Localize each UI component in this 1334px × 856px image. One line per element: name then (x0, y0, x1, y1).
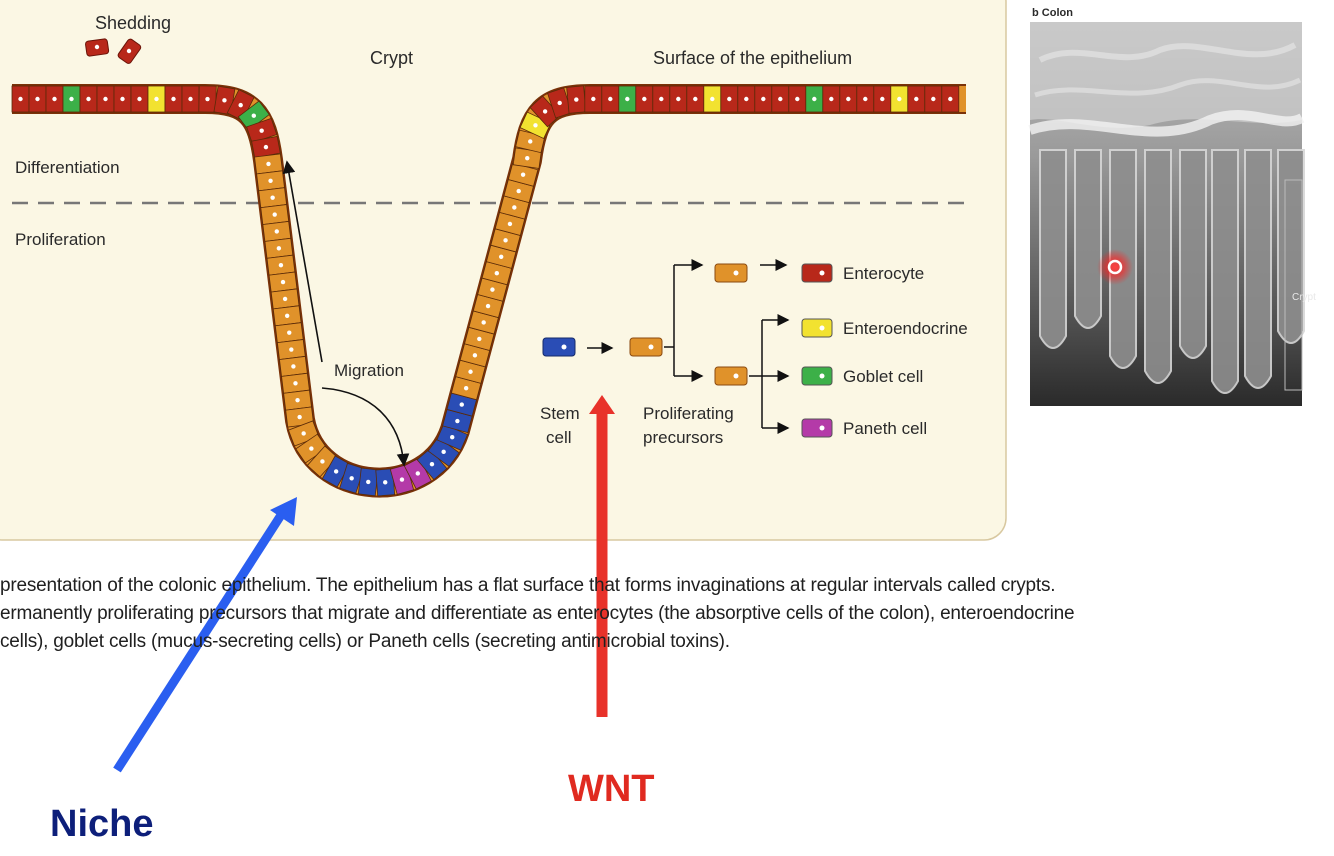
legend-swatch-2 (801, 366, 833, 386)
precursors-label-1: Proliferating (643, 404, 734, 423)
niche-label: Niche (50, 803, 154, 845)
lineage-schematic (542, 259, 790, 434)
legend-swatch-1 (801, 318, 833, 338)
wnt-arrow (589, 395, 615, 717)
niche-arrow (113, 497, 297, 773)
legend-swatch-0 (801, 263, 833, 283)
stem-cell-label-2: cell (546, 428, 572, 447)
migration-up-arrow (282, 160, 323, 363)
caption-line-3: cells), goblet cells (mucus-secreting ce… (0, 631, 730, 652)
migration-curve-arrow (321, 387, 410, 467)
micrograph-crypt-label: Crypt (1292, 292, 1316, 303)
caption-line-2: ermanently proliferating precursors that… (0, 603, 1075, 624)
crypt-epithelium (11, 84, 966, 498)
micrograph-title: b Colon (1032, 7, 1073, 19)
legend-label-0: Enterocyte (843, 264, 924, 283)
migration-label: Migration (334, 361, 404, 380)
surface-label: Surface of the epithelium (653, 48, 852, 68)
stem-cell-icon (542, 337, 576, 357)
precursors-label-2: precursors (643, 428, 723, 447)
precursor-icon-upper (714, 263, 748, 283)
differentiation-label: Differentiation (15, 158, 120, 177)
legend-label-1: Enteroendocrine (843, 319, 968, 338)
shedding-cells (85, 38, 142, 64)
shedding-label: Shedding (95, 13, 171, 33)
precursor-icon-main (629, 337, 663, 357)
caption-line-1: presentation of the colonic epithelium. … (0, 575, 1056, 596)
legend-swatch-3 (801, 418, 833, 438)
precursor-icon-lower (714, 366, 748, 386)
micrograph-highlight (1097, 249, 1133, 285)
colon-micrograph: b Colon Crypt (1028, 7, 1316, 406)
figure-caption: presentation of the colonic epithelium. … (0, 572, 1334, 656)
wnt-label: WNT (568, 768, 655, 810)
stem-cell-label-1: Stem (540, 404, 580, 423)
crypt-label: Crypt (370, 48, 413, 68)
legend-label-3: Paneth cell (843, 419, 927, 438)
legend-label-2: Goblet cell (843, 367, 923, 386)
proliferation-label: Proliferation (15, 230, 106, 249)
